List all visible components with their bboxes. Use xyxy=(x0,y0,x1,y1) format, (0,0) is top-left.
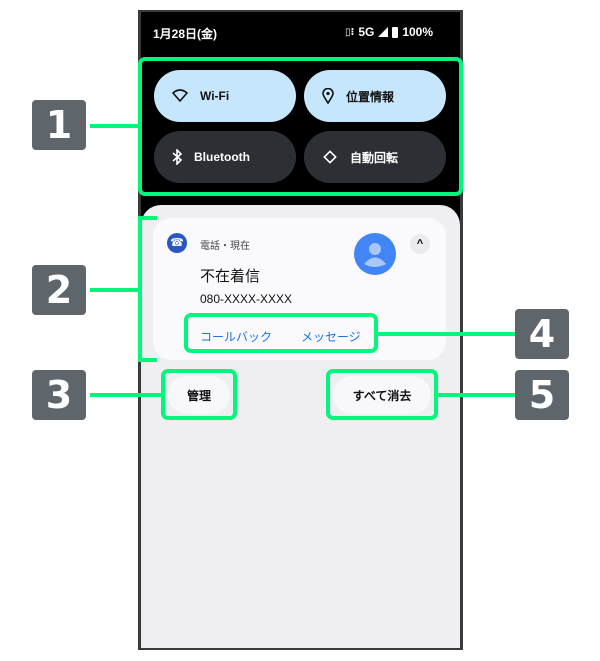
vibrate-icon: ▯⁝ xyxy=(345,26,355,38)
leader-line-5 xyxy=(438,393,515,397)
callout-label-5: 5 xyxy=(515,370,569,420)
battery-icon xyxy=(392,26,399,38)
tile-bluetooth[interactable]: Bluetooth xyxy=(154,131,296,183)
leader-line-1 xyxy=(90,124,138,128)
tile-label: 自動回転 xyxy=(350,150,399,165)
status-icons: ▯⁝ 5G 100% xyxy=(345,25,433,39)
signal-icon xyxy=(378,27,389,37)
notification-title: 不在着信 xyxy=(200,268,261,285)
network-type: 5G xyxy=(358,25,375,39)
status-date: 1月28日(金) xyxy=(153,27,218,41)
tile-location[interactable]: 位置情報 xyxy=(304,70,446,122)
bluetooth-icon xyxy=(172,149,182,165)
callback-action[interactable]: コールバック xyxy=(200,330,273,344)
callout-box-1 xyxy=(138,57,463,196)
tile-label: Bluetooth xyxy=(194,150,250,164)
leader-line-2 xyxy=(90,288,138,292)
callout-box-4 xyxy=(184,313,378,353)
callout-box-5 xyxy=(326,369,438,420)
notification-number: 080-XXXX-XXXX xyxy=(200,292,293,306)
battery-level: 100% xyxy=(402,25,434,39)
notification-app: 電話・現在 xyxy=(200,241,250,252)
tile-auto-rotate[interactable]: 自動回転 xyxy=(304,131,446,183)
leader-line-4 xyxy=(378,332,515,336)
location-icon xyxy=(322,88,334,104)
rotate-icon xyxy=(323,150,337,164)
callout-bracket-2 xyxy=(138,216,142,362)
collapse-chevron-icon[interactable]: ^ xyxy=(410,234,430,254)
leader-line-3 xyxy=(90,393,161,397)
missed-call-icon: ☎ xyxy=(167,233,187,253)
wifi-icon xyxy=(172,89,188,102)
tile-wifi[interactable]: Wi-Fi xyxy=(154,70,296,122)
callout-label-3: 3 xyxy=(32,370,86,420)
callout-box-3 xyxy=(161,369,237,420)
clear-all-button[interactable]: すべて消去 xyxy=(333,376,431,414)
bracket-tick xyxy=(138,216,157,220)
callout-label-1: 1 xyxy=(32,100,86,150)
manage-button[interactable]: 管理 xyxy=(168,376,230,414)
contact-avatar-icon xyxy=(354,233,396,275)
notification-card[interactable] xyxy=(153,218,446,360)
tile-label: Wi-Fi xyxy=(200,89,230,103)
tile-label: 位置情報 xyxy=(346,89,395,104)
bracket-tick xyxy=(138,358,157,362)
callout-label-4: 4 xyxy=(515,309,569,359)
callout-label-2: 2 xyxy=(32,265,86,315)
message-action[interactable]: メッセージ xyxy=(301,330,361,344)
